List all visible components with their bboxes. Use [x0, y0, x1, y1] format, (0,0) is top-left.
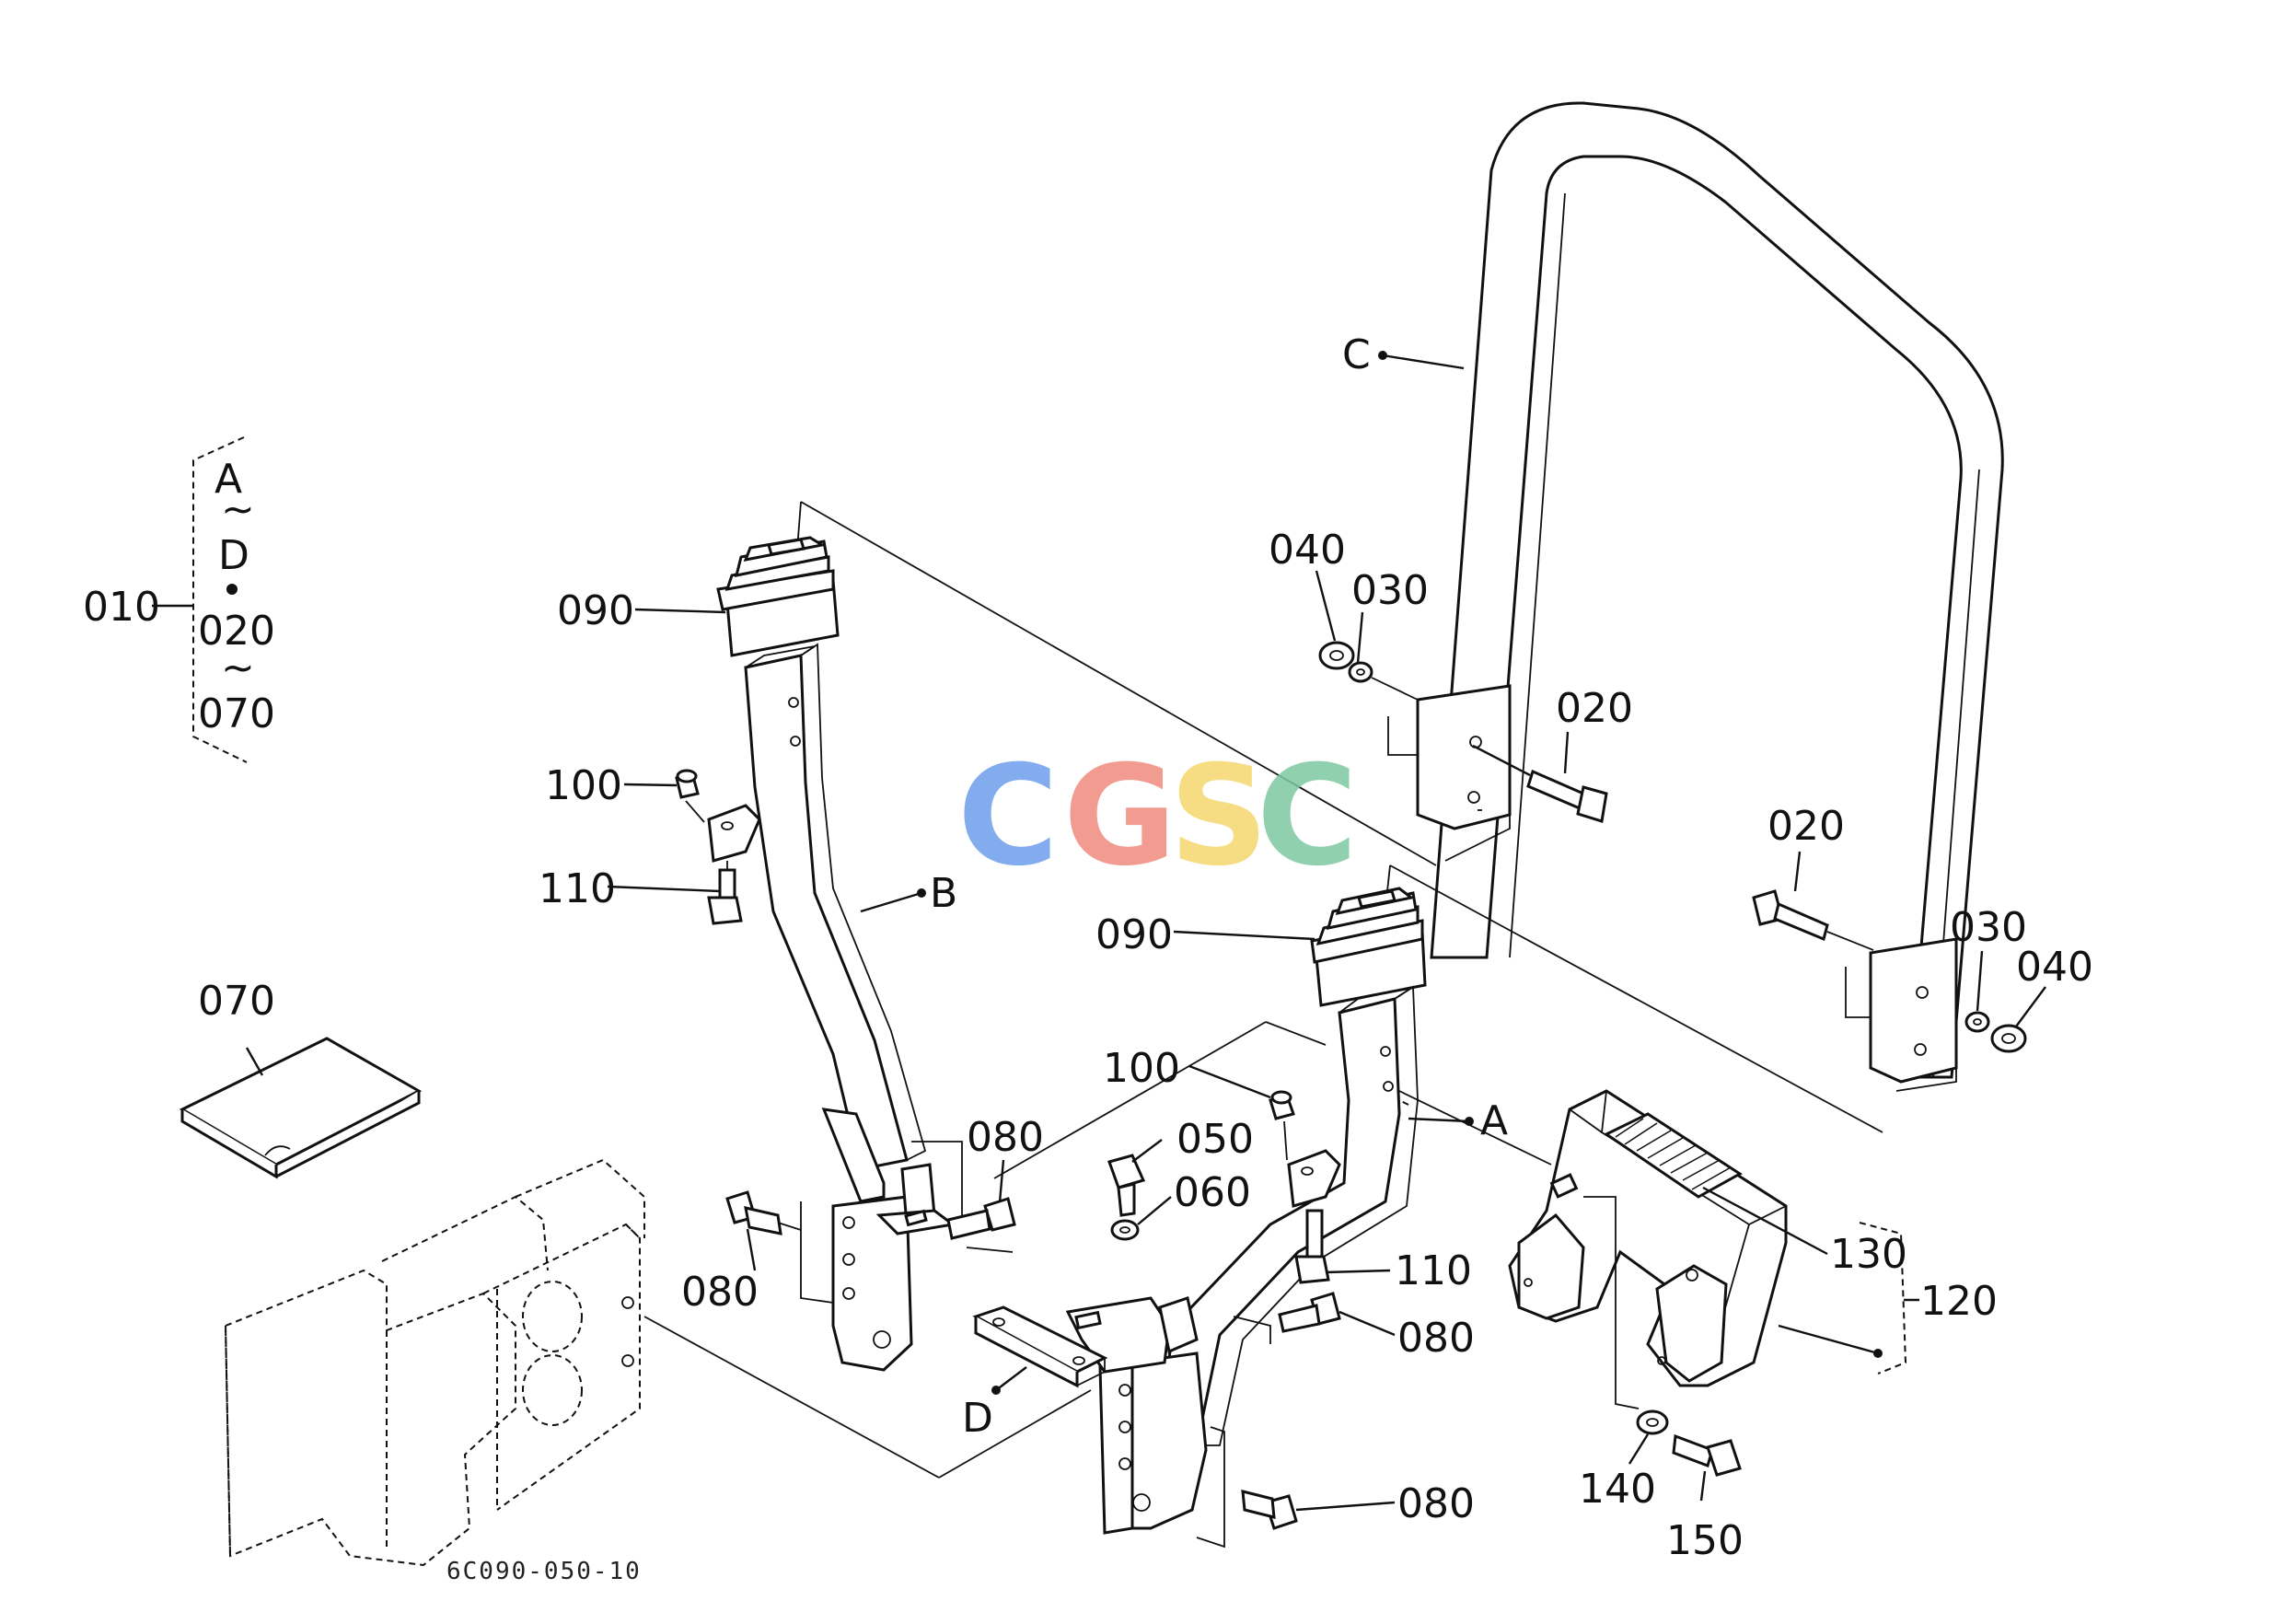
- washer-060: [1110, 1219, 1140, 1241]
- label-c: C: [1342, 331, 1371, 378]
- plate-d: [972, 1305, 1108, 1388]
- bolt-150: [1672, 1433, 1742, 1477]
- group-bracket-010: 010 A ~ D 020 ~ 070: [83, 436, 275, 763]
- leader-d: D: [962, 1366, 1027, 1442]
- bolt-020-right: [1752, 889, 1874, 951]
- group-range-end: 070: [198, 690, 275, 737]
- nut-040-top: [1318, 641, 1355, 670]
- washer-030-top: [1348, 661, 1419, 701]
- watermark-letter-s: S: [1169, 737, 1269, 897]
- label-080-left: 080: [681, 1269, 759, 1316]
- plate-left: [685, 800, 761, 863]
- label-040-top: 040: [1269, 527, 1346, 574]
- label-140: 140: [1579, 1466, 1656, 1513]
- leader-c: C: [1342, 331, 1465, 378]
- label-060: 060: [1174, 1169, 1251, 1216]
- leader-b: B: [860, 870, 957, 917]
- label-130: 130: [1830, 1231, 1907, 1278]
- bolt-110-right: [1294, 1209, 1330, 1284]
- label-100-left: 100: [545, 762, 622, 809]
- label-030-top: 030: [1351, 567, 1429, 614]
- label-100-right: 100: [1103, 1045, 1180, 1092]
- transmission-housing: [224, 1158, 645, 1567]
- figure-code: 6C090-050-10: [446, 1558, 642, 1585]
- label-b: B: [930, 870, 957, 917]
- nut-100-left: [675, 769, 700, 799]
- bellows-090-left: [716, 536, 840, 657]
- label-090-left: 090: [557, 587, 634, 634]
- group-range-tilde-2: ~: [221, 644, 255, 691]
- plate-right: [1283, 1120, 1341, 1208]
- label-120: 120: [1920, 1278, 1998, 1325]
- bolt-020-top: [1472, 744, 1608, 823]
- bolt-080-low: [1241, 1490, 1298, 1530]
- label-080-low: 080: [1397, 1480, 1475, 1527]
- bracket-b: [744, 643, 1014, 1372]
- seat-bracket-120: [1508, 1089, 1788, 1409]
- leader-a: A: [1398, 1097, 1508, 1144]
- bracket-a: [1065, 985, 1419, 1549]
- label-020-top: 020: [1556, 685, 1633, 732]
- bellows-090-right: [1310, 887, 1427, 1007]
- booklet-070: [179, 1037, 423, 1179]
- label-050: 050: [1176, 1116, 1254, 1163]
- rops-frame-c: [1387, 101, 2004, 1092]
- nut-040-right: [1990, 1024, 2027, 1053]
- nut-100-right: [1269, 1090, 1295, 1120]
- label-030-right: 030: [1950, 904, 2027, 951]
- group-code-010: 010: [83, 584, 160, 631]
- bolt-080-upper: [946, 1197, 1016, 1240]
- washer-030-right: [1964, 1011, 1990, 1033]
- bolt-110-left: [707, 861, 743, 925]
- label-040-right: 040: [2016, 944, 2093, 991]
- label-070: 070: [198, 978, 275, 1025]
- label-080-upper: 080: [967, 1114, 1044, 1161]
- bolt-080-left: [725, 1190, 802, 1235]
- label-110-left: 110: [539, 865, 616, 912]
- label-110-right: 110: [1395, 1247, 1472, 1294]
- group-range-bottom: D: [218, 532, 249, 579]
- label-d: D: [962, 1395, 993, 1442]
- bracket-group-120: 120: [1778, 1222, 1998, 1375]
- label-150: 150: [1666, 1517, 1744, 1564]
- washer-140: [1636, 1409, 1669, 1435]
- label-090-right: 090: [1095, 911, 1173, 958]
- watermark-letter-c2: C: [1257, 737, 1358, 897]
- bolt-050: [1107, 1154, 1146, 1217]
- group-range-top: A: [214, 456, 242, 503]
- label-080-mid: 080: [1397, 1315, 1475, 1362]
- watermark-letter-c1: C: [957, 737, 1059, 897]
- watermark-cgsc: C G S C: [957, 737, 1358, 897]
- group-range-tilde-1: ~: [221, 486, 255, 533]
- group-range-start: 020: [198, 608, 275, 655]
- watermark-letter-g: G: [1063, 737, 1176, 897]
- label-020-right: 020: [1767, 803, 1845, 850]
- label-a: A: [1480, 1097, 1508, 1144]
- bolt-080-mid: [1278, 1292, 1341, 1333]
